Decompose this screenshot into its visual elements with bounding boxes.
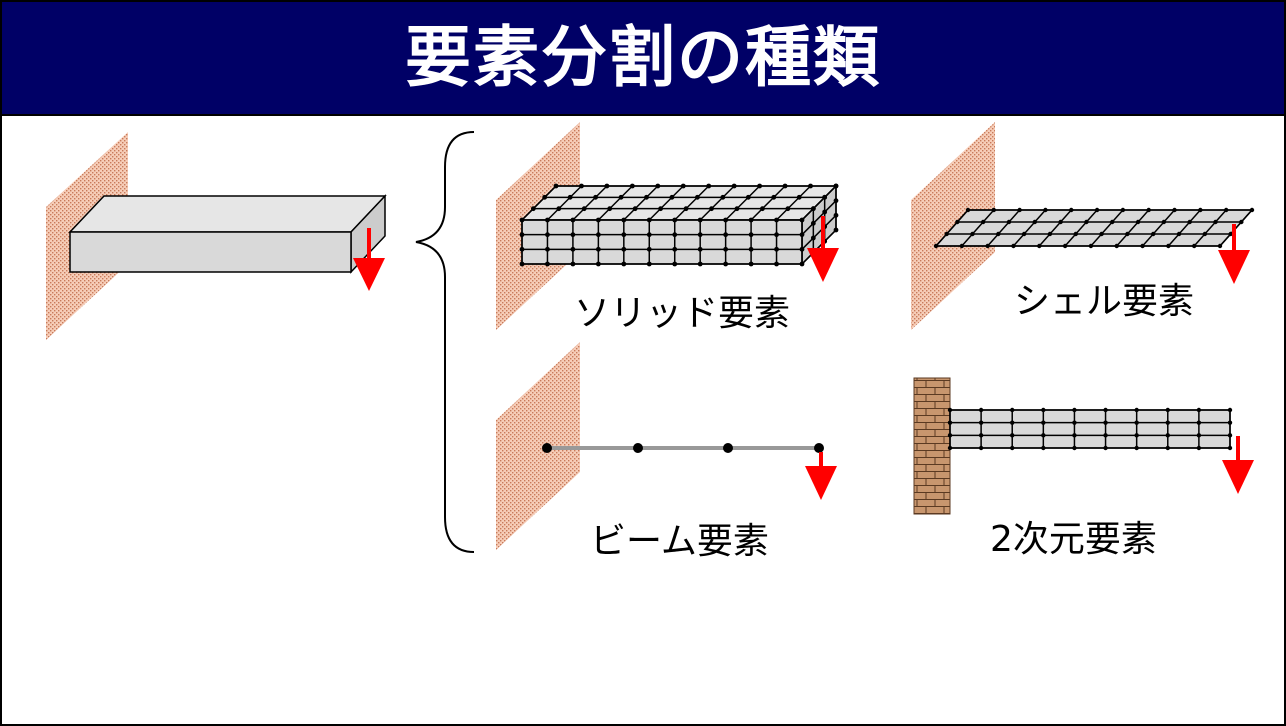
label-solid-element: ソリッド要素 [574,293,791,334]
mesh-line [1116,209,1150,247]
wall-icon [496,342,580,550]
brick-wall-icon [913,377,951,515]
mesh-line [648,185,684,221]
shell-element-figure [911,122,1255,330]
beam-front-face [69,231,352,273]
beam-node [814,443,824,453]
mesh-line [987,209,1021,247]
mesh-node [1239,219,1244,225]
mesh-line [1141,209,1176,247]
mesh-line [961,209,995,247]
two-d-element-figure [913,377,1254,515]
shell-plate [934,209,1254,247]
mesh-line [699,185,735,221]
curly-brace-icon [415,131,475,553]
mesh-node [542,194,548,200]
two-d-mesh [947,407,1233,451]
label-2d-element: 2次元要素 [990,519,1157,560]
mesh-line [1193,209,1227,247]
title-bar: 要素分割の種類 [2,2,1284,116]
mesh-line [801,185,837,221]
mesh-line [546,185,582,221]
solid-mesh [519,183,839,267]
solid-element-figure [496,122,839,330]
mesh-line [1090,209,1124,247]
mesh-line [597,185,633,221]
beam-element-figure [496,342,837,550]
label-shell-element: シェル要素 [1014,281,1195,322]
mesh-line [1167,209,1201,247]
mesh-line [935,209,969,247]
load-arrow-icon [807,216,839,282]
load-arrow-icon [805,452,837,500]
beam-node [542,443,552,453]
mesh-line [1038,209,1072,247]
two-d-plate [949,409,1231,449]
mesh-line [750,185,786,221]
solid-front-face [521,219,803,265]
mesh-line [1064,209,1098,247]
mesh-line [801,229,837,265]
load-arrow-icon [1222,436,1254,494]
mesh-line [1012,209,1047,247]
mesh-line [572,185,608,221]
beam-node [633,443,643,453]
mesh-line [801,214,837,250]
mesh-line [521,185,557,221]
beam-top-face [68,195,387,233]
load-arrow-icon [353,228,385,291]
mesh-line [801,200,837,236]
mesh-node [1228,231,1233,237]
shell-mesh [933,207,1255,249]
mesh-line [725,185,761,221]
mesh-line [674,185,710,221]
mesh-node [530,206,536,212]
mesh-line [776,185,812,221]
label-beam-element: ビーム要素 [590,521,769,562]
load-arrow-icon [1218,224,1250,284]
original-model [46,132,387,340]
beam-node [723,443,733,453]
page-title: 要素分割の種類 [405,19,881,96]
mesh-line [623,185,659,221]
